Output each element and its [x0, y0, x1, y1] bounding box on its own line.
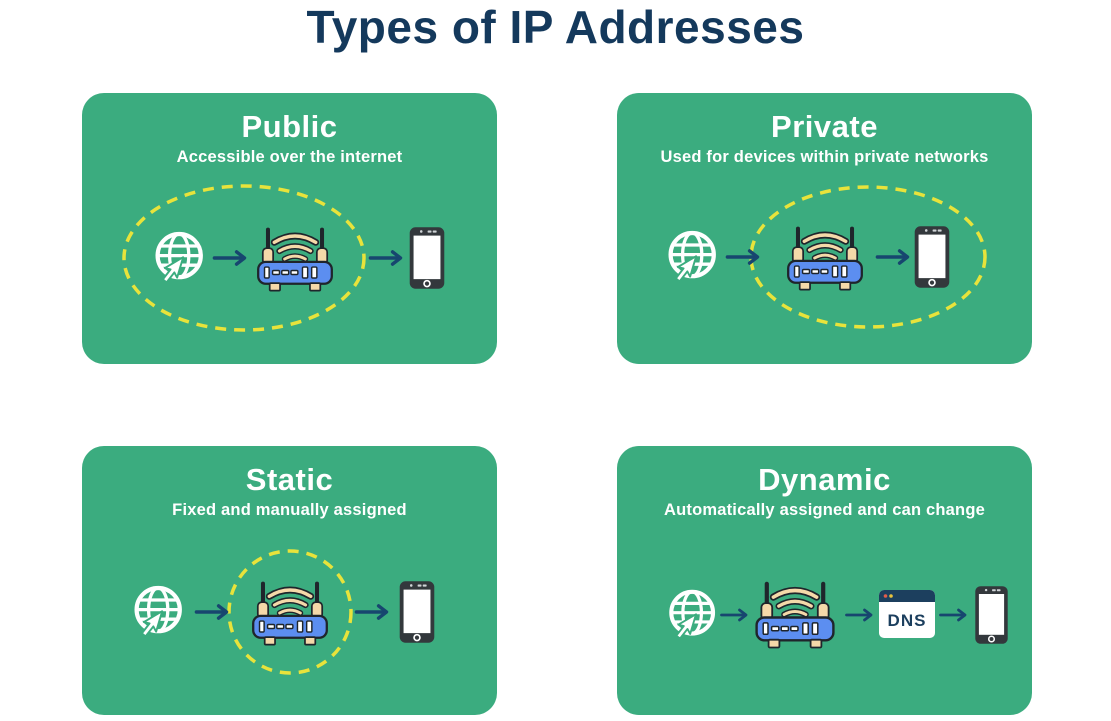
card-private-subtitle: Used for devices within private networks: [660, 148, 989, 166]
card-static-title: Static: [245, 462, 334, 497]
wifi-router-icon: [757, 584, 834, 648]
right-arrow-icon: [725, 249, 760, 265]
wifi-router-icon: [253, 584, 327, 645]
dns-label: DNS: [888, 611, 927, 630]
smartphone-icon: [398, 580, 436, 644]
globe-with-cursor-icon: [671, 233, 714, 285]
card-public-illustration: [122, 184, 446, 332]
card-dynamic-title: Dynamic: [758, 462, 891, 497]
card-dynamic: Dynamic Automatically assigned and can c…: [617, 446, 1032, 715]
dns-browser-window-icon: DNS: [879, 590, 935, 638]
right-arrow-icon: [368, 250, 403, 266]
globe-with-cursor-icon: [137, 588, 180, 640]
right-arrow-icon: [720, 608, 748, 622]
right-arrow-icon: [875, 249, 910, 265]
wifi-router-icon: [258, 230, 332, 291]
card-public-subtitle: Accessible over the internet: [176, 148, 403, 166]
card-dynamic-illustration: DNS: [617, 530, 1009, 700]
right-arrow-icon: [939, 608, 967, 622]
wifi-router-icon: [788, 229, 862, 290]
highlight-ellipse-router-device: [749, 185, 987, 329]
card-static-illustration: [82, 549, 436, 675]
right-arrow-icon: [212, 250, 247, 266]
page-title: Types of IP Addresses: [306, 1, 805, 53]
card-static-subtitle: Fixed and manually assigned: [172, 501, 407, 519]
right-arrow-icon: [354, 604, 389, 620]
highlight-circle-router: [227, 549, 353, 675]
card-dynamic-subtitle: Automatically assigned and can change: [664, 501, 985, 519]
right-arrow-icon: [194, 604, 229, 620]
card-static: Static Fixed and manually assigned: [82, 446, 497, 715]
card-public: Public Accessible over the internet: [82, 93, 497, 364]
card-public-title: Public: [241, 109, 338, 144]
card-private-illustration: [617, 185, 987, 329]
right-arrow-icon: [845, 608, 873, 622]
globe-with-cursor-icon: [158, 234, 201, 286]
smartphone-icon: [913, 225, 951, 289]
highlight-ellipse-internet-router: [122, 184, 366, 332]
globe-with-cursor-icon: [671, 592, 713, 642]
card-private-title: Private: [771, 109, 878, 144]
smartphone-icon: [408, 226, 446, 290]
card-private: Private Used for devices within private …: [617, 93, 1032, 364]
smartphone-icon: [974, 585, 1009, 645]
